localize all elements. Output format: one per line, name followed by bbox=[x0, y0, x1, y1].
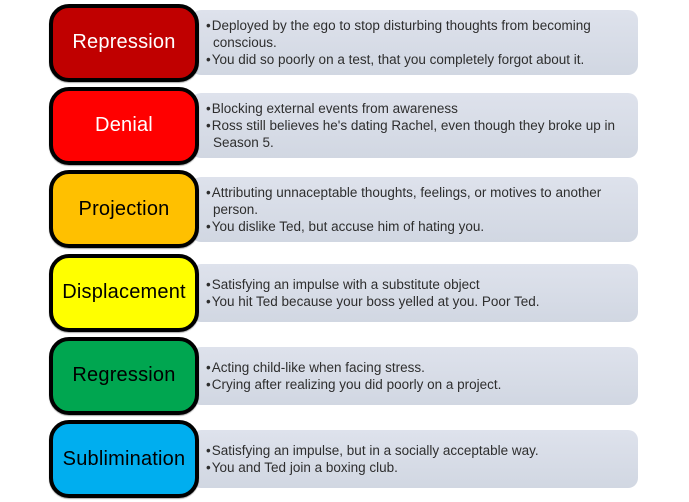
bullet-item: •Acting child-like when facing stress. bbox=[206, 359, 628, 376]
bullet-icon: • bbox=[206, 52, 211, 68]
bullet-icon: • bbox=[206, 359, 211, 375]
bullet-text: Attributing unnaceptable thoughts, feeli… bbox=[211, 184, 602, 217]
bullet-item: •Attributing unnaceptable thoughts, feel… bbox=[206, 184, 628, 218]
bullet-text: Blocking external events from awareness bbox=[211, 101, 458, 117]
bullet-item: •Crying after realizing you did poorly o… bbox=[206, 376, 628, 393]
bullet-icon: • bbox=[206, 276, 211, 292]
mechanism-row-denial: Denial •Blocking external events from aw… bbox=[0, 84, 689, 167]
mechanism-label: Sublimination bbox=[62, 447, 186, 470]
bullet-item: •Blocking external events from awareness bbox=[206, 100, 628, 117]
bullet-text: Deployed by the ego to stop disturbing t… bbox=[211, 18, 591, 51]
mechanism-label: Regression bbox=[72, 364, 176, 387]
mechanism-shape-sublimination: Sublimination bbox=[49, 420, 199, 499]
mechanism-shape-denial: Denial bbox=[49, 86, 199, 165]
bullet-item: •You hit Ted because your boss yelled at… bbox=[206, 293, 628, 310]
bullet-item: •Satisfying an impulse with a substitute… bbox=[206, 276, 628, 293]
bullet-icon: • bbox=[206, 184, 211, 200]
bullet-icon: • bbox=[206, 218, 211, 234]
bullet-text: Acting child-like when facing stress. bbox=[211, 359, 425, 375]
bullet-icon: • bbox=[206, 376, 211, 392]
mechanism-label: Displacement bbox=[62, 281, 186, 304]
bullet-text: You and Ted join a boxing club. bbox=[211, 460, 398, 476]
bullet-text: Ross still believes he's dating Rachel, … bbox=[211, 118, 616, 151]
bullet-icon: • bbox=[206, 101, 211, 117]
bullet-icon: • bbox=[206, 293, 211, 309]
bullet-item: •Satisfying an impulse, but in a sociall… bbox=[206, 442, 628, 459]
bullet-text: Crying after realizing you did poorly on… bbox=[211, 376, 502, 392]
mechanism-row-sublimination: Sublimination •Satisfying an impulse, bu… bbox=[0, 418, 689, 501]
mechanism-label: Repression bbox=[72, 31, 176, 54]
description-panel: •Attributing unnaceptable thoughts, feel… bbox=[191, 176, 638, 242]
mechanism-shape-regression: Regression bbox=[49, 336, 199, 415]
mechanism-label: Denial bbox=[95, 114, 153, 137]
mechanism-row-displacement: Displacement •Satisfying an impulse with… bbox=[0, 251, 689, 334]
bullet-item: •You dislike Ted, but accuse him of hati… bbox=[206, 218, 628, 235]
mechanism-shape-repression: Repression bbox=[49, 3, 199, 82]
bullet-text: You hit Ted because your boss yelled at … bbox=[211, 293, 540, 309]
bullet-item: •Ross still believes he's dating Rachel,… bbox=[206, 117, 628, 151]
bullet-text: You dislike Ted, but accuse him of hatin… bbox=[211, 218, 485, 234]
bullet-text: You did so poorly on a test, that you co… bbox=[211, 52, 585, 68]
mechanism-shape-projection: Projection bbox=[49, 170, 199, 249]
description-panel: •Satisfying an impulse with a substitute… bbox=[191, 263, 638, 322]
description-panel: •Deployed by the ego to stop disturbing … bbox=[191, 10, 638, 76]
bullet-item: •Deployed by the ego to stop disturbing … bbox=[206, 17, 628, 51]
mechanism-row-repression: Repression •Deployed by the ego to stop … bbox=[0, 1, 689, 84]
mechanism-label: Projection bbox=[78, 197, 170, 220]
bullet-icon: • bbox=[206, 443, 211, 459]
bullet-text: Satisfying an impulse, but in a socially… bbox=[211, 443, 539, 459]
description-panel: •Satisfying an impulse, but in a sociall… bbox=[191, 430, 638, 489]
description-panel: •Blocking external events from awareness… bbox=[191, 93, 638, 159]
mechanism-row-projection: Projection •Attributing unnaceptable tho… bbox=[0, 168, 689, 251]
mechanism-shape-displacement: Displacement bbox=[49, 253, 199, 332]
bullet-item: •You did so poorly on a test, that you c… bbox=[206, 51, 628, 68]
mechanism-row-regression: Regression •Acting child-like when facin… bbox=[0, 334, 689, 417]
bullet-text: Satisfying an impulse with a substitute … bbox=[211, 276, 480, 292]
bullet-icon: • bbox=[206, 18, 211, 34]
bullet-item: •You and Ted join a boxing club. bbox=[206, 459, 628, 476]
bullet-icon: • bbox=[206, 460, 211, 476]
description-panel: •Acting child-like when facing stress. •… bbox=[191, 346, 638, 405]
bullet-icon: • bbox=[206, 118, 211, 134]
